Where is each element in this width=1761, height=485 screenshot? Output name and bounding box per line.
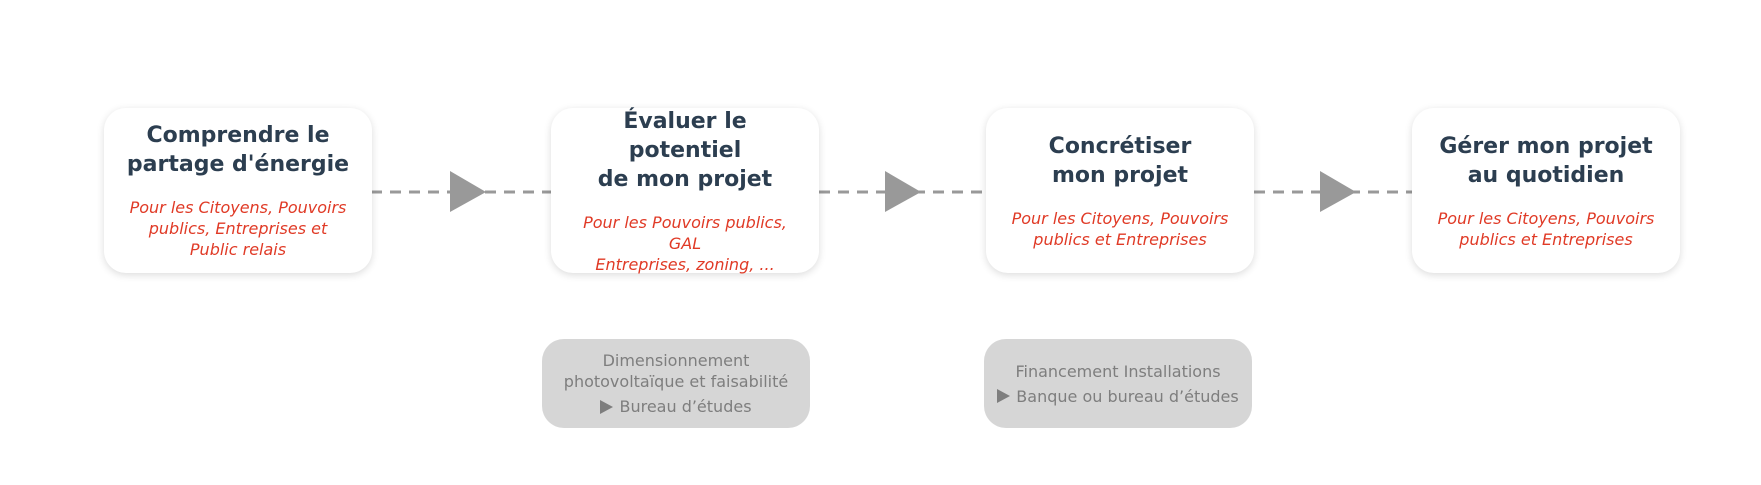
connector-1-to-2: [371, 171, 551, 212]
step-title: Comprendre le partage d'énergie: [126, 123, 350, 177]
arrowhead-icon: [885, 171, 921, 212]
note-card-financing: Financement Installations Banque ou bure…: [984, 339, 1252, 428]
connector-3-to-4: [1254, 171, 1413, 212]
step-2-card: Évaluer le potentiel de mon projet Pour …: [551, 108, 819, 274]
step-audience: Pour les Citoyens, Pouvoirs publics et E…: [1011, 208, 1229, 249]
play-icon: [600, 399, 614, 414]
note-text: Dimensionnement photovoltaïque et faisab…: [563, 351, 789, 391]
arrowhead-icon: [450, 171, 486, 212]
play-icon: [997, 389, 1011, 403]
step-1-card: Comprendre le partage d'énergie Pour les…: [104, 108, 372, 273]
step-4-card: Gérer mon projet au quotidien Pour les C…: [1412, 108, 1680, 273]
note-card-feasibility: Dimensionnement photovoltaïque et faisab…: [542, 339, 810, 428]
note-actor-label: Bureau d’études: [619, 397, 752, 416]
note-text: Financement Installations: [1015, 361, 1221, 381]
step-audience: Pour les Citoyens, Pouvoirs publics, Ent…: [129, 198, 347, 259]
connector-2-to-3: [819, 171, 988, 212]
step-title: Concrétiser mon projet: [1048, 133, 1192, 188]
note-actor-label: Banque ou bureau d’études: [1016, 386, 1239, 406]
step-title: Évaluer le potentiel de mon projet: [597, 108, 773, 192]
arrowhead-icon: [1320, 171, 1356, 212]
step-3-card: Concrétiser mon projet Pour les Citoyens…: [986, 108, 1254, 273]
step-audience: Pour les Pouvoirs publics, GAL Entrepris…: [583, 212, 787, 274]
step-audience: Pour les Citoyens, Pouvoirs publics et E…: [1437, 208, 1655, 249]
note-actor: Bureau d’études: [600, 396, 752, 417]
note-actor: Banque ou bureau d’études: [997, 386, 1239, 407]
step-title: Gérer mon projet au quotidien: [1439, 133, 1653, 188]
